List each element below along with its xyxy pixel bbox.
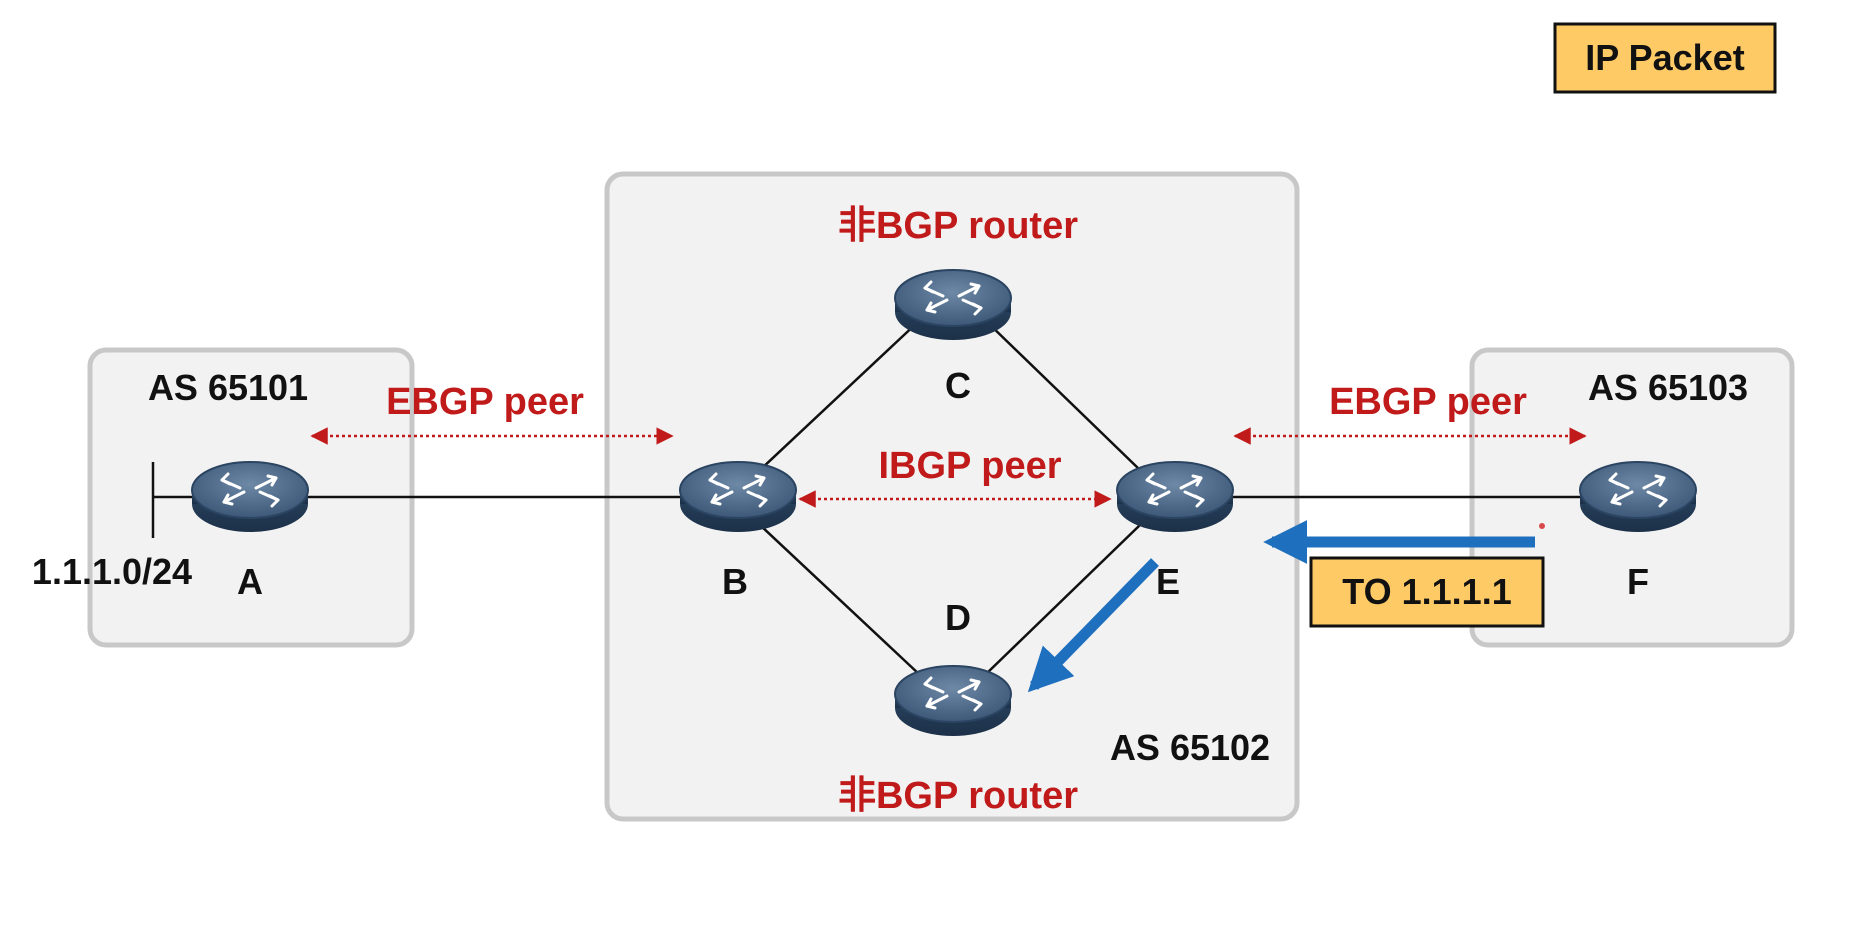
link-d-e — [984, 524, 1141, 676]
pointer-dot — [1539, 523, 1545, 529]
links — [151, 319, 1590, 676]
router-e-label: E — [1156, 561, 1180, 602]
non-bgp-router-top-label: 非BGP router — [838, 205, 1078, 247]
packet-box — [1309, 556, 1545, 628]
ip-packet-legend-box — [1553, 22, 1777, 94]
network-prefix-label: 1.1.1.0/24 — [32, 551, 192, 592]
router-c-label: C — [945, 365, 971, 406]
as-65101-label: AS 65101 — [148, 367, 308, 408]
as-65103-label: AS 65103 — [1588, 367, 1748, 408]
ip-packet-legend-label: IP Packet — [1585, 37, 1744, 78]
router-b-label: B — [722, 561, 748, 602]
flow-arrow-e-to-d — [1027, 558, 1159, 693]
router-f-icon — [1578, 460, 1698, 534]
router-b-icon — [678, 460, 798, 534]
non-bgp-router-bottom-label: 非BGP router — [838, 775, 1078, 817]
link-b-d — [759, 524, 921, 676]
router-d-label: D — [945, 597, 971, 638]
link-b-c — [759, 319, 921, 471]
ebgp-peer-left-label: EBGP peer — [386, 381, 584, 423]
as-65102-label: AS 65102 — [1110, 727, 1270, 768]
ibgp-peer-label: IBGP peer — [878, 445, 1061, 487]
router-e-icon — [1115, 460, 1235, 534]
router-c-icon — [893, 268, 1013, 342]
ebgp-peer-right-label: EBGP peer — [1329, 381, 1527, 423]
router-f-label: F — [1627, 561, 1649, 602]
link-c-e — [984, 319, 1141, 471]
router-a-label: A — [237, 561, 263, 602]
router-d-icon — [893, 664, 1013, 738]
router-a-icon — [190, 460, 310, 534]
packet-label: TO 1.1.1.1 — [1342, 571, 1511, 612]
